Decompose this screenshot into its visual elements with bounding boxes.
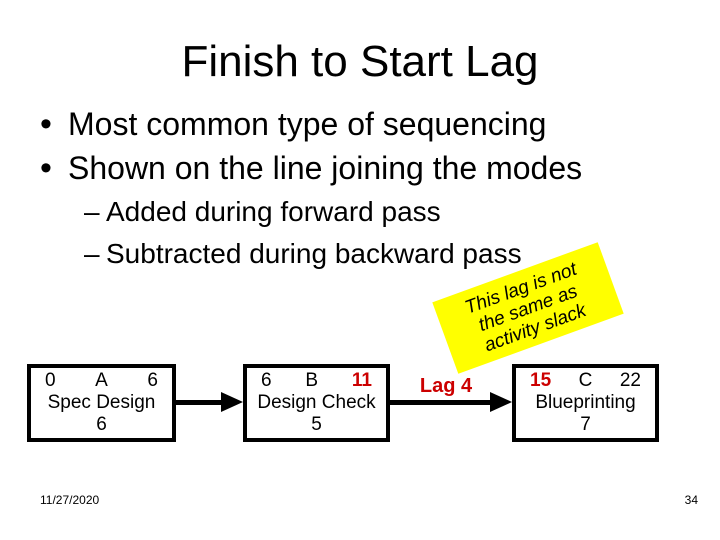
early-start-value: 0: [45, 370, 56, 391]
dash-icon: –: [84, 196, 100, 227]
bullet-item-1: • Most common type of sequencing: [40, 104, 546, 144]
dash-icon: –: [84, 238, 100, 269]
early-finish-value: 22: [619, 370, 641, 391]
arrow-head-icon: [490, 392, 512, 412]
activity-id: A: [95, 370, 108, 391]
activity-name: Blueprinting: [535, 392, 636, 413]
activity-duration: 5: [311, 414, 322, 435]
activity-name: Design Check: [257, 392, 376, 413]
task-box-spec-design: 0 A 6 Spec Design 6: [27, 364, 176, 442]
activity-name: Spec Design: [47, 392, 156, 413]
bullet-icon: •: [40, 149, 52, 187]
activity-duration: 6: [96, 414, 107, 435]
footer-page-number: 34: [684, 493, 698, 507]
activity-id: C: [578, 370, 593, 391]
slide-title: Finish to Start Lag: [181, 37, 539, 86]
bullet-icon: •: [40, 105, 52, 143]
footer-date: 11/27/2020: [40, 493, 100, 507]
task-box-times-row: 15 C 22: [516, 370, 655, 392]
early-start-value: 15: [530, 370, 552, 391]
bullet-text-1: Most common type of sequencing: [68, 106, 547, 142]
lag-label: Lag 4: [419, 375, 473, 397]
task-box-times-row: 6 B 11: [247, 370, 386, 392]
task-box-blueprinting: 15 C 22 Blueprinting 7: [512, 364, 659, 442]
arrow-head-icon: [221, 392, 243, 412]
sub-bullet-text-2: Subtracted during backward pass: [106, 238, 522, 269]
activity-duration: 7: [580, 414, 591, 435]
activity-id: B: [305, 370, 319, 391]
sub-bullet-text-1: Added during forward pass: [106, 196, 441, 227]
arrow-line-b-to-c: [390, 400, 491, 405]
bullet-text-2: Shown on the line joining the modes: [68, 150, 583, 186]
task-box-design-check: 6 B 11 Design Check 5: [243, 364, 390, 442]
sub-bullet-item-2: –Subtracted during backward pass: [84, 236, 522, 272]
early-finish-value: 6: [147, 370, 158, 391]
task-box-times-row: 0 A 6: [31, 370, 172, 392]
early-start-value: 6: [261, 370, 272, 391]
sub-bullet-item-1: –Added during forward pass: [84, 194, 441, 230]
arrow-line-a-to-b: [176, 400, 222, 405]
early-finish-value: 11: [351, 370, 372, 391]
bullet-item-2: • Shown on the line joining the modes: [40, 148, 582, 188]
